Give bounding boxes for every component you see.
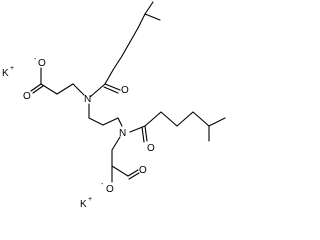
lower-carboxylate-arm (111, 136, 140, 183)
amide-oxygen-top: O (121, 85, 129, 96)
potassium-ion-top: K (2, 68, 9, 79)
upper-carboxylate-arm (30, 67, 85, 96)
potassium-charge-bottom: + (88, 196, 92, 203)
carbonyl-oxygen-bottom-acid: O (139, 165, 147, 176)
carboxylate-oxygen-top: O (38, 58, 46, 69)
upper-alkyl-chain (104, 1, 161, 85)
carboxylate-oxygen-bottom: O (106, 184, 114, 195)
upper-carbonyl (89, 83, 121, 98)
lower-carbonyl (129, 125, 148, 143)
chemical-structure: K + O - O N O N O O - O K + (2, 1, 226, 210)
amide-nitrogen-top: N (84, 94, 91, 105)
potassium-ion-bottom: K (80, 199, 87, 210)
oxygen-charge-bottom: - (101, 181, 104, 188)
structure-canvas: K + O - O N O N O O - O K + (2, 1, 226, 210)
potassium-charge-top: + (10, 65, 14, 72)
lower-alkyl-chain (144, 111, 226, 142)
ethylene-bridge (88, 103, 123, 127)
carbonyl-oxygen-top-acid: O (23, 91, 31, 102)
amide-oxygen-bottom: O (147, 143, 155, 154)
oxygen-charge-top: - (34, 56, 37, 63)
amide-nitrogen-bottom: N (119, 128, 126, 139)
